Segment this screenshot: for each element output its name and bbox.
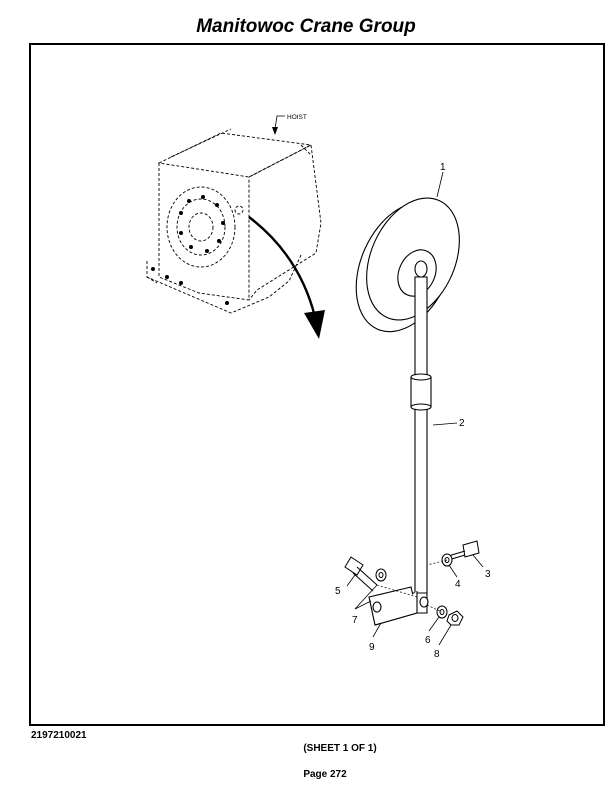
hoist-leader xyxy=(274,115,285,130)
base-bolts xyxy=(151,267,229,305)
part-5-bolt xyxy=(344,556,378,592)
part-9-bracket xyxy=(368,586,429,626)
curved-arrow-icon xyxy=(248,216,325,339)
part-1-dish xyxy=(355,197,460,333)
callout-6: 6 xyxy=(425,635,431,646)
callout-1: 1 xyxy=(440,162,446,173)
illustration-frame: HOIST xyxy=(29,43,605,726)
hub-bolts xyxy=(179,195,225,253)
alignment-lines xyxy=(376,559,448,613)
hoist-leader-arrow xyxy=(272,127,278,135)
hoist-drawing xyxy=(146,128,322,314)
callout-8: 8 xyxy=(434,649,440,660)
exploded-parts-drawing: HOIST xyxy=(146,114,491,660)
part-6-washer xyxy=(436,605,448,619)
part-2-mast xyxy=(410,276,432,614)
drawing-number: 2197210021 xyxy=(31,730,87,741)
callout-5: 5 xyxy=(335,586,341,597)
callout-3: 3 xyxy=(485,569,491,580)
callout-7: 7 xyxy=(352,615,358,626)
part-7-washer xyxy=(375,568,387,582)
callout-2: 2 xyxy=(459,418,465,429)
leader-lines xyxy=(346,171,484,646)
page-number: Page 272 xyxy=(303,769,347,780)
part-8-nut xyxy=(446,610,464,626)
sheet-indicator: (SHEET 1 OF 1) xyxy=(303,743,377,754)
callout-9: 9 xyxy=(369,642,375,653)
page-title: Manitowoc Crane Group xyxy=(196,16,416,37)
callout-4: 4 xyxy=(455,579,461,590)
hoist-label: HOIST xyxy=(287,114,307,121)
